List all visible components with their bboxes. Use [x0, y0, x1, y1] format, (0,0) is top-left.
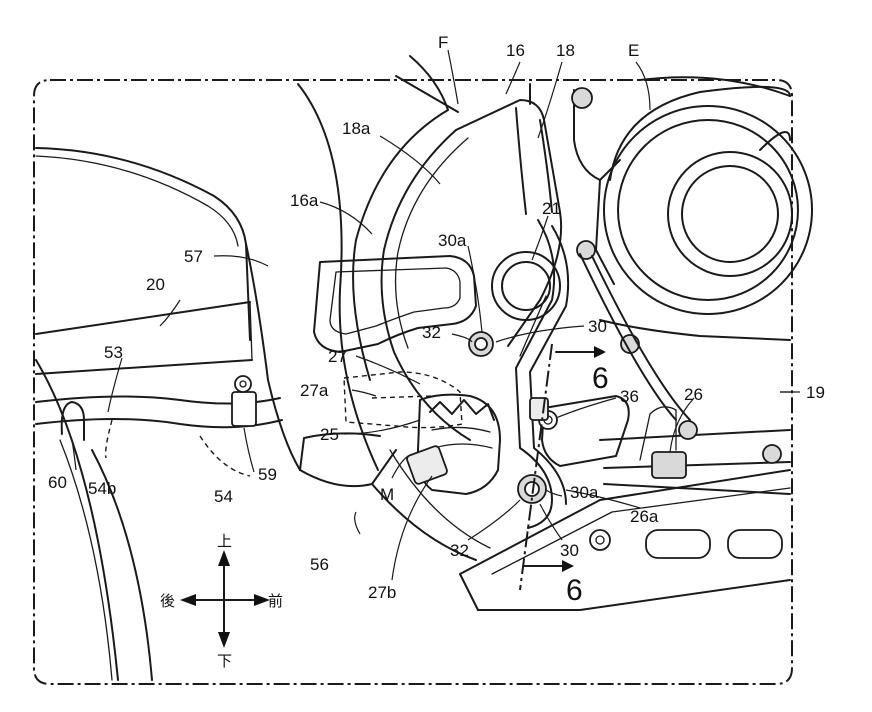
label-32-bottom: 32: [450, 541, 469, 560]
label-27b: 27b: [368, 583, 396, 602]
label-27: 27: [328, 347, 347, 366]
label-32-top: 32: [422, 323, 441, 342]
compass-front-label: 前: [268, 592, 283, 610]
label-30a-bottom: 30a: [570, 483, 599, 502]
label-6-bottom: 6: [566, 574, 583, 607]
label-26: 26: [684, 385, 703, 404]
leader-lines: [71, 49, 800, 581]
label-F: F: [438, 33, 448, 52]
compass-rear-label: 後: [160, 592, 175, 610]
reference-labels: F 16 18 E 18a 16a 21 30a 57 20 32 30 53 …: [48, 33, 825, 607]
label-54b: 54b: [88, 479, 116, 498]
bolt-lower: [517, 474, 547, 504]
rear-wheel: [35, 359, 153, 681]
label-30-top: 30: [588, 317, 607, 336]
label-20: 20: [146, 275, 165, 294]
rear-cover-57: [35, 147, 301, 471]
label-18: 18: [556, 41, 575, 60]
label-18a: 18a: [342, 119, 371, 138]
swing-arm-20: [35, 301, 253, 375]
label-56: 56: [310, 555, 329, 574]
label-16: 16: [506, 41, 525, 60]
muffler-cover: [459, 469, 791, 611]
label-30a-top: 30a: [438, 231, 467, 250]
exhaust-pipe-26: [599, 406, 791, 495]
label-59: 59: [258, 465, 277, 484]
compass-up-label: 上: [217, 532, 232, 550]
label-6-top: 6: [592, 362, 609, 395]
label-57: 57: [184, 247, 203, 266]
pedal-assembly: [343, 371, 501, 495]
bracket-30: [515, 219, 570, 529]
label-36: 36: [620, 387, 639, 406]
crankcase-cover-16: [297, 55, 531, 471]
engine-E: [571, 76, 813, 421]
label-E: E: [628, 41, 639, 60]
label-21: 21: [542, 199, 561, 218]
compass-down-label: 下: [217, 652, 232, 670]
bolt-upper: [468, 331, 494, 357]
plug-21: [491, 251, 561, 321]
label-53: 53: [104, 343, 123, 362]
label-19: 19: [806, 383, 825, 402]
direction-compass: 上 下 前 後: [160, 532, 283, 670]
section-line-6: [519, 343, 606, 591]
step-bracket-27: [313, 255, 477, 353]
hose-54: [35, 375, 283, 477]
label-M: M: [380, 485, 394, 504]
label-54: 54: [214, 487, 233, 506]
label-26a: 26a: [630, 507, 659, 526]
label-16a: 16a: [290, 191, 319, 210]
label-30-bottom: 30: [560, 541, 579, 560]
boundary-frame: [33, 79, 793, 685]
label-60: 60: [48, 473, 67, 492]
label-25: 25: [320, 425, 339, 444]
label-27a: 27a: [300, 381, 329, 400]
